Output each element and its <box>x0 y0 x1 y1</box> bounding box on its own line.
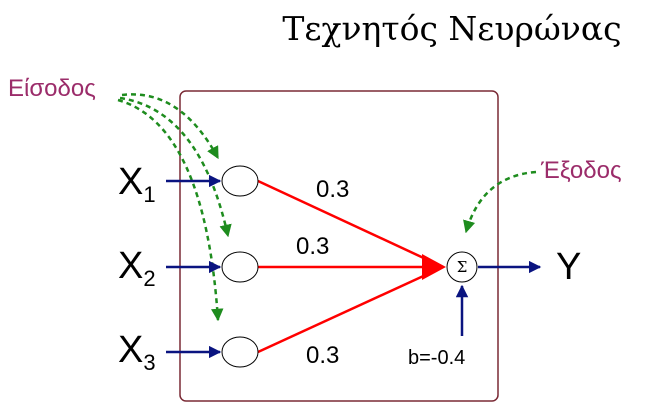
output-pointer <box>463 170 537 234</box>
input-neuron-1 <box>221 165 259 197</box>
weight-label-2: 0.3 <box>296 233 329 260</box>
weight-line-1 <box>257 179 444 269</box>
diagram-title: Τεχνητός Νευρώνας <box>282 9 621 48</box>
weight-line-3 <box>257 265 444 354</box>
neuron-box <box>179 90 499 402</box>
input-x1-label: X1 <box>118 161 156 207</box>
output-y-label: Y <box>556 246 581 288</box>
sum-symbol: Σ <box>457 258 468 276</box>
weight-arrowhead <box>422 254 446 280</box>
input-pointer-2 <box>119 96 232 238</box>
sum-node <box>446 251 478 283</box>
weight-label-1: 0.3 <box>316 176 349 203</box>
input-neuron-2 <box>221 251 259 283</box>
input-label: Είσοδος <box>8 75 96 102</box>
bias-label: b=-0.4 <box>408 347 465 369</box>
input-neuron-3 <box>221 336 259 368</box>
input-x2-label: X2 <box>118 245 156 291</box>
output-label: Έξοδος <box>540 157 622 184</box>
input-x3-label: X3 <box>118 329 156 375</box>
weight-label-3: 0.3 <box>306 342 339 369</box>
input-pointer-1 <box>121 93 220 160</box>
